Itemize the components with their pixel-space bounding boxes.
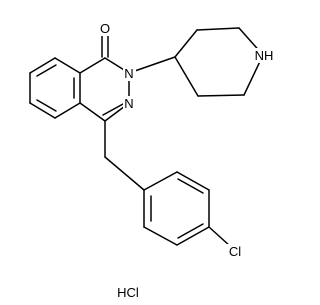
svg-text:O: O: [100, 21, 110, 36]
chloro-bond: [208, 226, 231, 247]
azepane-nh-atom: NH: [253, 48, 275, 63]
azepane-ring: [128, 27, 264, 97]
chlorine-atom: Cl: [225, 244, 245, 259]
svg-text:NH: NH: [255, 48, 274, 63]
methylene-linker: [104, 120, 145, 191]
chlorophenyl-ring: [143, 171, 210, 246]
pyridazinone-ring: [79, 57, 130, 122]
nitrogen-atom-3: N: [123, 96, 136, 111]
svg-text:N: N: [124, 96, 133, 111]
carbonyl-bond: [101, 35, 109, 58]
salt-label: HCl: [117, 285, 139, 300]
svg-text:N: N: [124, 66, 133, 81]
svg-text:Cl: Cl: [229, 244, 241, 259]
oxygen-atom: O: [97, 19, 113, 36]
fused-benzene-ring: [29, 57, 81, 119]
nitrogen-atom-2: N: [123, 66, 136, 81]
chemical-structure: O N N NH Cl HCl: [29, 19, 275, 300]
